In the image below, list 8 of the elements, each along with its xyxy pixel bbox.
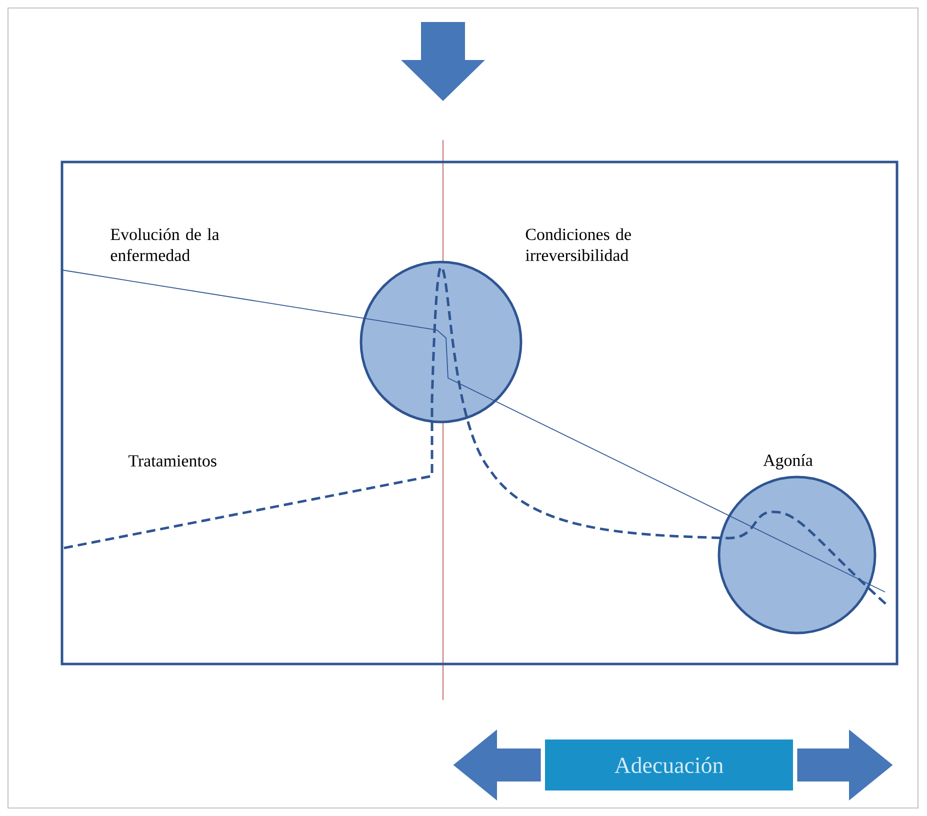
text-label: Evolución de la enfermedad	[110, 228, 220, 262]
frame-box	[60, 160, 898, 666]
circle	[718, 476, 876, 634]
label-box: Adecuación	[545, 740, 793, 790]
text-label: Condiciones de irreversibilidad	[526, 228, 631, 262]
text-label: Tratamientos	[128, 455, 216, 467]
circle	[360, 260, 522, 424]
circle-label: Agonía	[763, 454, 813, 470]
